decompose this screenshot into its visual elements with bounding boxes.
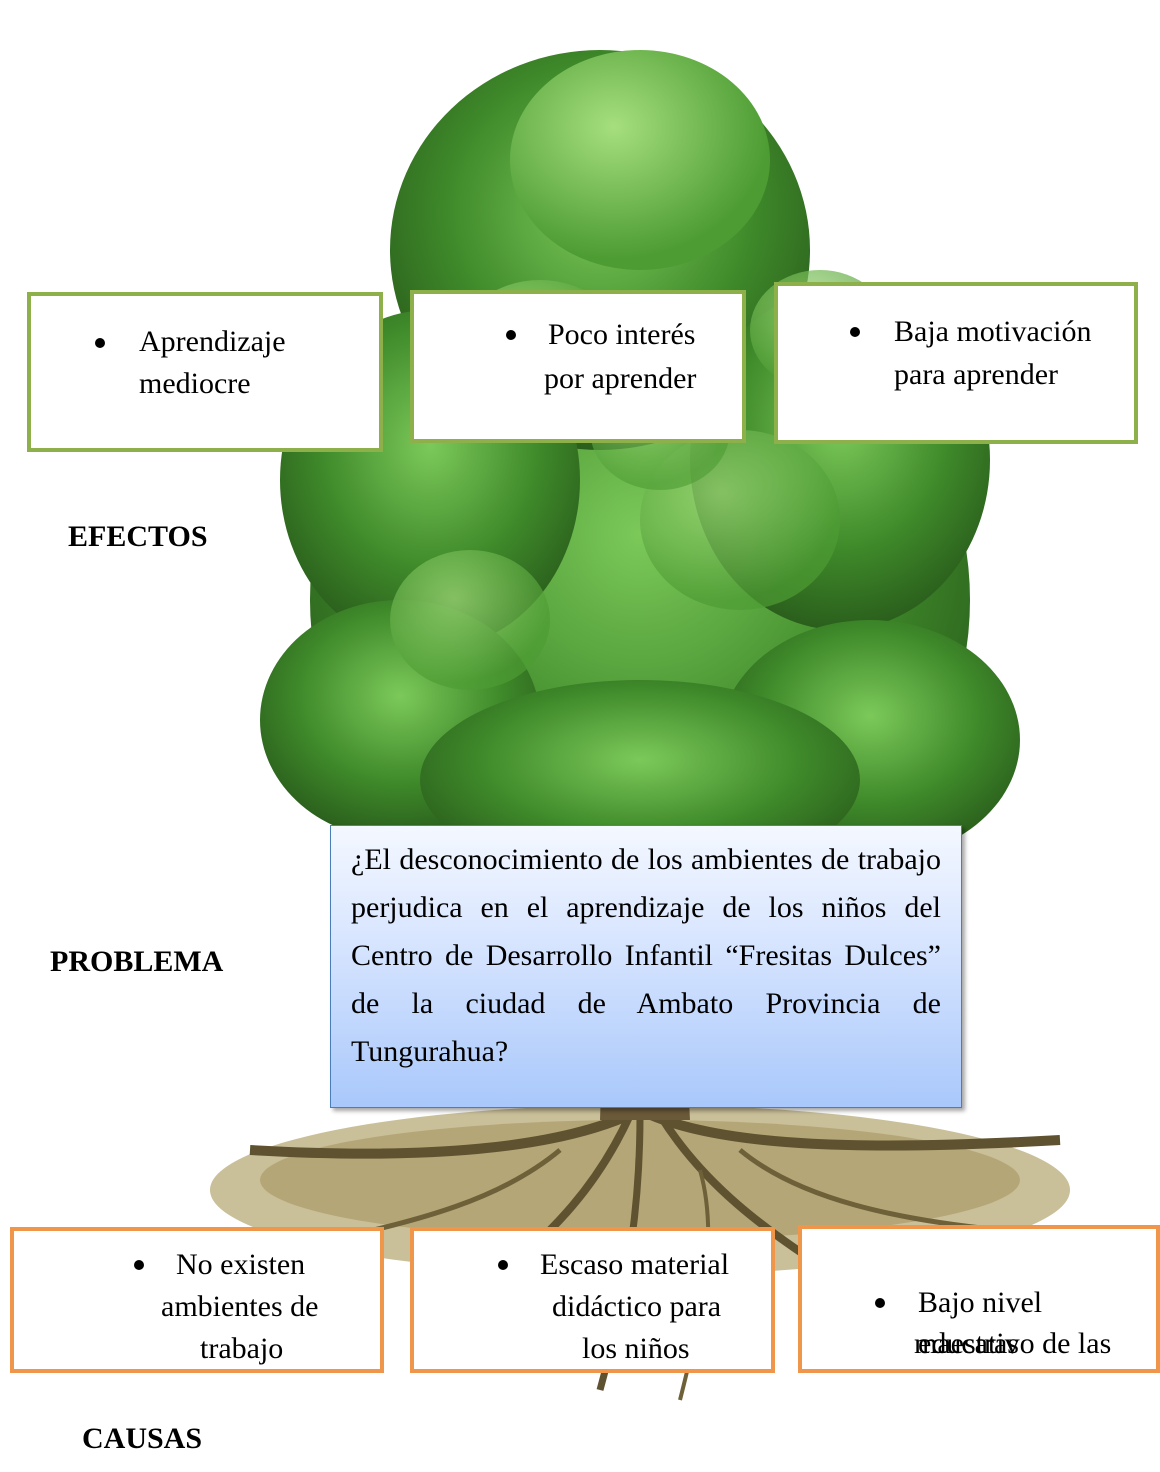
problem-box: ¿El desconocimiento de los ambientes de … xyxy=(330,825,962,1108)
effect-box-3: Baja motivación para aprender xyxy=(774,282,1138,444)
bullet-icon xyxy=(875,1298,885,1308)
effect-box-2: Poco interés por aprender xyxy=(410,290,746,443)
bullet-icon xyxy=(95,338,105,348)
bullet-icon xyxy=(850,327,860,337)
bullet-icon xyxy=(498,1260,508,1270)
cause-3-line1: Bajo nivel xyxy=(918,1286,1043,1319)
bullet-icon xyxy=(506,330,516,340)
bullet-icon xyxy=(134,1260,144,1270)
effect-2-line2: por aprender xyxy=(544,362,697,395)
effect-1-line2: mediocre xyxy=(139,367,251,400)
cause-1-line1: No existen xyxy=(176,1248,306,1281)
cause-box-2: Escaso material didáctico para los niños xyxy=(410,1227,775,1373)
effect-1-line1: Aprendizaje xyxy=(139,325,286,358)
causes-label: CAUSAS xyxy=(82,1422,203,1455)
cause-3-line3-visible: maestras xyxy=(914,1327,1019,1360)
tree-foliage xyxy=(260,50,1020,930)
cause-box-3: Bajo nivel educativo de las maestras xyxy=(798,1225,1160,1373)
cause-3-line2: educativo de las xyxy=(918,1327,1112,1360)
cause-2-line2: didáctico para xyxy=(552,1290,722,1323)
problem-label: PROBLEMA xyxy=(50,945,224,978)
effect-3-line1: Baja motivación xyxy=(894,315,1092,348)
effect-2-line1: Poco interés xyxy=(548,318,696,351)
cause-2-line1: Escaso material xyxy=(540,1248,730,1281)
cause-1-line3: trabajo xyxy=(200,1332,284,1365)
effects-label: EFECTOS xyxy=(68,520,208,553)
cause-1-line2: ambientes de xyxy=(161,1290,319,1323)
effect-box-1: Aprendizaje mediocre xyxy=(27,292,383,452)
effect-3-line2: para aprender xyxy=(894,358,1059,391)
cause-2-line3: los niños xyxy=(582,1332,690,1365)
cause-box-1: No existen ambientes de trabajo xyxy=(10,1227,384,1373)
